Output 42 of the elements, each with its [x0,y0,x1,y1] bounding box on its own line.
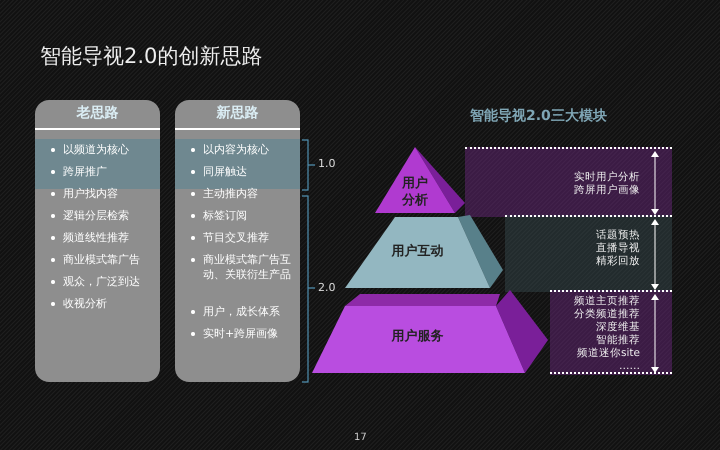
band-text: 分类频道推荐 [574,308,640,321]
list-item: 逻辑分层检索 [63,208,130,223]
list-item: 跨屏推广 [63,164,108,179]
list-item: 用户找内容 [63,186,119,201]
card-heading: 新思路 [216,104,260,122]
description-band [465,147,672,217]
band-text: 智能推荐 [596,334,640,347]
slide-title: 智能导视2.0的创新思路 [40,43,262,70]
tier-label: 用户互动 [390,243,444,260]
list-item: 主动推内容 [203,186,259,201]
list-item: 标签订阅 [203,208,248,223]
list-item: 频道线性推荐 [63,230,130,245]
version-label: 2.0 [318,281,336,294]
band-text: 精彩回放 [596,255,640,268]
band-text: 话题预热 [596,229,640,242]
band-text: 深度维基 [596,321,640,334]
tier-label: 用户服务 [390,328,444,345]
list-item: 收视分析 [63,296,108,311]
list-item: 用户，成长体系 [203,304,281,319]
band-text: …… [619,360,640,373]
tier-label: 用户分析 [401,175,429,209]
band-text: 跨屏用户画像 [574,184,640,197]
page-number: 17 [354,432,367,443]
list-item: 节目交叉推荐 [203,230,270,245]
list-item: 实时+跨屏画像 [203,326,280,341]
card-heading: 老思路 [75,104,120,122]
band-text: 实时用户分析 [574,171,640,184]
band-text: 直播导视 [596,242,640,255]
band-text: 频道主页推荐 [574,295,640,308]
list-item: 以频道为核心 [63,142,130,157]
list-card [35,100,160,382]
description-band [550,290,672,375]
list-item: 商业模式靠广告互动、关联衍生产品 [203,252,292,282]
version-label: 1.0 [318,157,336,170]
list-card [175,100,300,382]
list-item: 同屏触达 [203,164,248,179]
list-item: 观众，广泛到达 [63,274,141,289]
description-band [505,215,672,292]
section-heading: 智能导视2.0三大模块 [470,107,607,125]
band-text: 频道迷你site [577,347,640,360]
list-item: 商业模式靠广告 [63,252,141,267]
list-item: 以内容为核心 [203,142,270,157]
